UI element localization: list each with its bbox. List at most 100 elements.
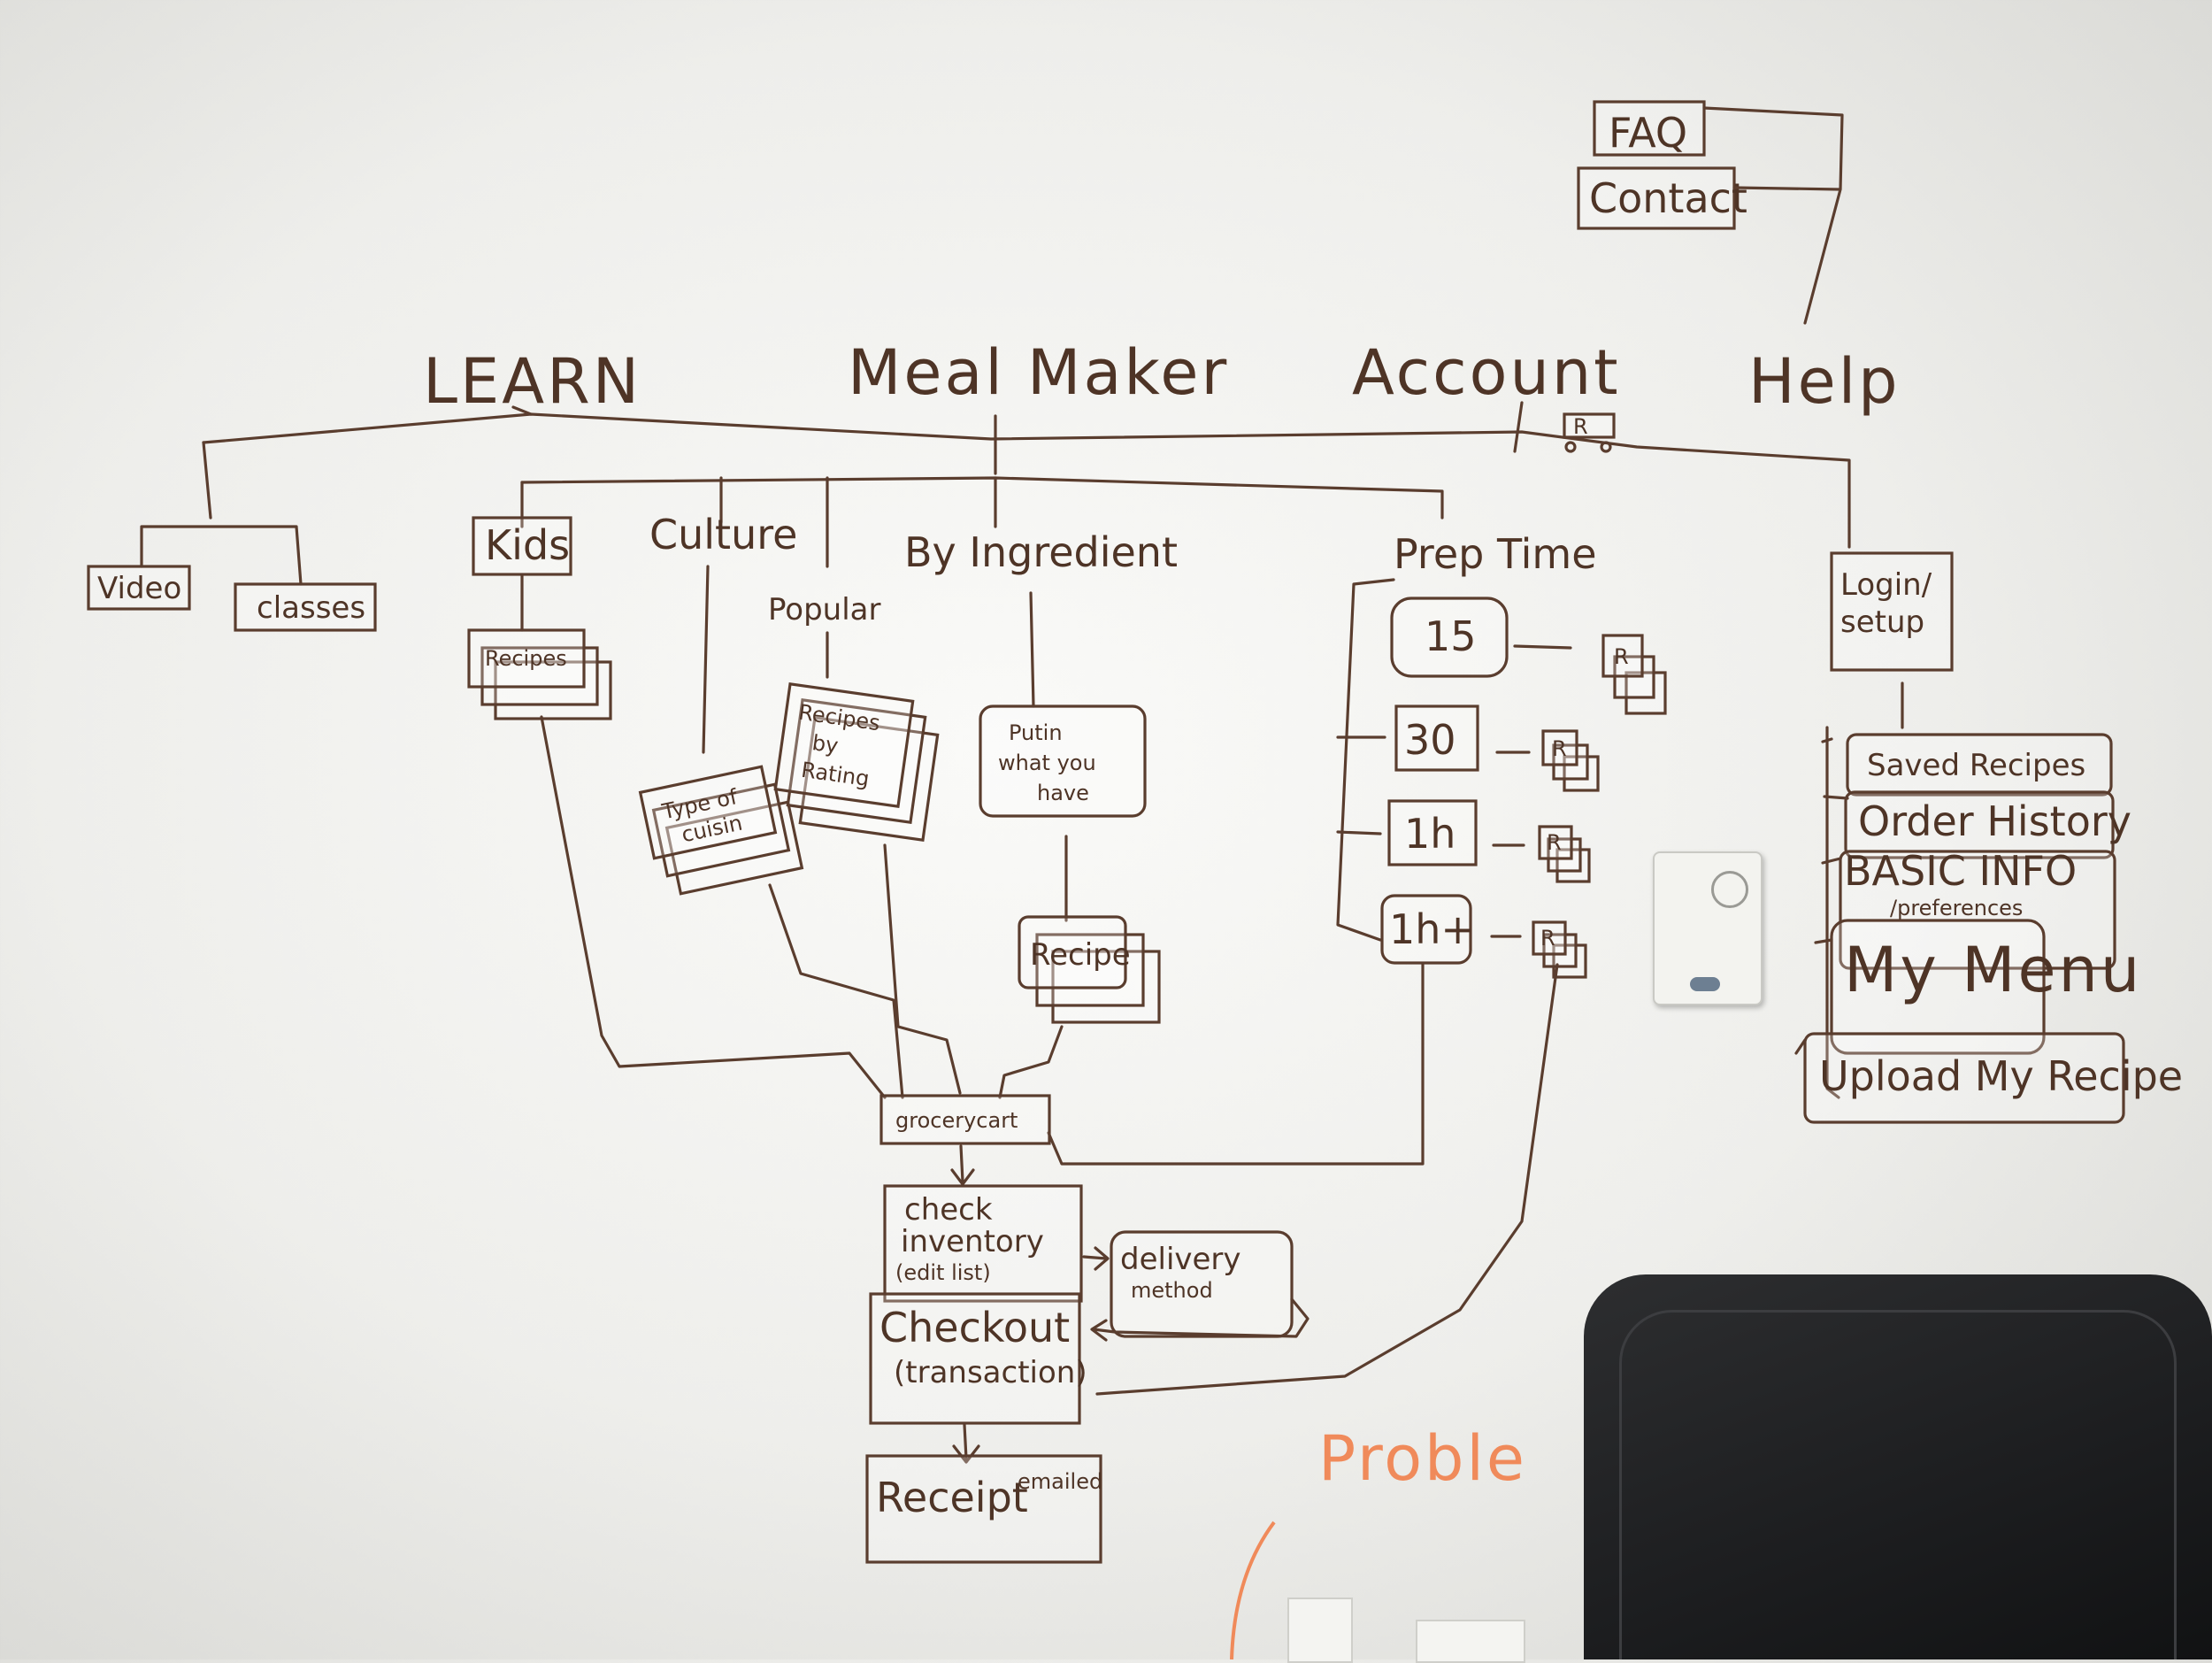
prep-time-ticks — [1336, 735, 1386, 835]
cuisine-type-stack: Type of cuisin — [638, 765, 804, 896]
time-1h-plus-box — [1380, 894, 1472, 965]
time-15-connector — [1513, 644, 1572, 650]
kids-recipes-label: Recipes — [485, 646, 567, 671]
delivery-method-box — [1110, 1230, 1294, 1338]
login-label-1: Login/ — [1840, 567, 1932, 603]
thermostat-dial-icon — [1711, 871, 1748, 908]
time-15-recipe-icon: R — [1601, 634, 1667, 715]
rating-label-2: by — [810, 730, 840, 758]
help-heading: Help — [1748, 345, 1901, 418]
contact-label: Contact — [1589, 174, 1747, 222]
receipt-box — [865, 1454, 1102, 1564]
learn-branch — [140, 441, 303, 586]
time-1h-plus-label: 1h+ — [1389, 905, 1475, 953]
delivery-label-1: delivery — [1120, 1242, 1241, 1277]
shopping-cart-icon: R — [1563, 412, 1616, 453]
account-connector — [1825, 681, 1904, 1099]
office-chair-back — [1584, 1274, 2212, 1659]
check-inventory-box — [883, 1184, 1083, 1303]
grocery-cart-box — [879, 1094, 1051, 1145]
cart-to-check-arrow — [950, 1144, 975, 1186]
culture-label: Culture — [649, 511, 797, 558]
faq-box — [1593, 100, 1706, 157]
check-label-2: inventory — [901, 1224, 1044, 1259]
time-30-recipe-icon: R — [1541, 729, 1600, 792]
login-setup-box — [1830, 551, 1954, 672]
saved-recipes-label: Saved Recipes — [1867, 748, 2085, 783]
recipe-stack: Recipe — [1018, 915, 1161, 1024]
thermostat-logo — [1690, 977, 1720, 991]
my-menu-box — [1830, 919, 2046, 1055]
wall-outlet-plate-left — [1287, 1598, 1353, 1663]
video-box — [87, 565, 191, 611]
kids-box — [472, 516, 572, 576]
upload-recipe-label: Upload My Recipe — [1819, 1052, 2183, 1100]
time-1h-recipe-icon: R — [1538, 825, 1591, 883]
prep-to-cart-flow — [1047, 963, 1425, 1166]
recipes-by-rating-stack: Recipes by Rating — [773, 682, 940, 842]
prep-recipe-to-checkout-flow — [1095, 963, 1559, 1396]
basic-info-note: /preferences — [1890, 896, 2023, 920]
my-menu-label: My Menu — [1844, 934, 2142, 1006]
time-15-box — [1390, 597, 1509, 678]
login-label-2: setup — [1840, 604, 1924, 640]
grocery-cart-label: grocerycart — [895, 1108, 1018, 1133]
kids-recipes-stack: Recipes — [467, 628, 612, 720]
put-in-label-2: what you — [998, 751, 1096, 775]
culture-connector — [702, 565, 710, 754]
put-in-label-1: Putin — [1009, 720, 1063, 745]
help-connector — [1702, 106, 1844, 325]
order-history-label: Order History — [1858, 797, 2131, 845]
recipe-label: Recipe — [1030, 937, 1131, 973]
meal-maker-branch — [520, 476, 1444, 520]
prep-time-label: Prep Time — [1394, 530, 1597, 578]
upload-recipe-box — [1803, 1032, 2125, 1124]
kids-label: Kids — [485, 521, 570, 569]
by-ingredient-label: By Ingredient — [904, 528, 1178, 576]
wall-outlet-plate-right — [1416, 1620, 1525, 1663]
time-15-label: 15 — [1425, 612, 1477, 660]
receipt-note: emailed — [1018, 1469, 1102, 1494]
check-label-1: check — [904, 1192, 993, 1228]
classes-box — [234, 582, 377, 632]
meal-maker-heading: Meal Maker — [848, 336, 1229, 409]
svg-text:R: R — [1540, 926, 1555, 951]
cuisine-to-cart-flow — [768, 883, 904, 1099]
svg-text:R: R — [1614, 644, 1629, 669]
put-in-box — [979, 704, 1147, 818]
delivery-to-checkout-arrow — [1090, 1297, 1310, 1342]
account-ticks — [1794, 737, 1849, 1055]
faq-label: FAQ — [1609, 109, 1687, 157]
checkout-label-2: (transaction) — [894, 1355, 1087, 1390]
receipt-label: Receipt — [876, 1474, 1028, 1521]
recipe-to-cart-flow — [998, 1025, 1064, 1099]
svg-text:R: R — [1552, 736, 1567, 761]
orange-note: Proble — [1318, 1422, 1527, 1495]
time-1h-label: 1h — [1404, 810, 1455, 858]
learn-heading: LEARN — [423, 345, 641, 418]
time-30-box — [1394, 704, 1479, 772]
delivery-label-2: method — [1131, 1278, 1213, 1303]
svg-text:R: R — [1547, 830, 1562, 855]
checkout-to-receipt-arrow — [952, 1423, 980, 1464]
ingredient-connector — [1029, 591, 1035, 708]
basic-info-box — [1839, 850, 2116, 970]
check-label-3: (edit list) — [895, 1260, 991, 1285]
checkout-box — [869, 1292, 1081, 1425]
time-1h-plus-recipe-icon: R — [1532, 920, 1587, 979]
contact-box — [1577, 166, 1736, 230]
order-history-box — [1844, 790, 2115, 859]
kids-to-cart-flow — [540, 715, 887, 1099]
time-1h-box — [1387, 799, 1478, 866]
basic-info-label: BASIC INFO — [1844, 847, 2077, 895]
account-stem — [1513, 401, 1524, 453]
checkout-label-1: Checkout — [879, 1304, 1070, 1351]
popular-label: Popular — [768, 592, 881, 627]
video-label: Video — [97, 571, 181, 606]
svg-text:R: R — [1573, 414, 1588, 439]
rating-to-cart-flow — [883, 843, 962, 1095]
put-in-label-3: have — [1037, 781, 1089, 805]
orange-stroke — [1230, 1521, 1276, 1659]
prep-time-spine — [1336, 578, 1395, 942]
